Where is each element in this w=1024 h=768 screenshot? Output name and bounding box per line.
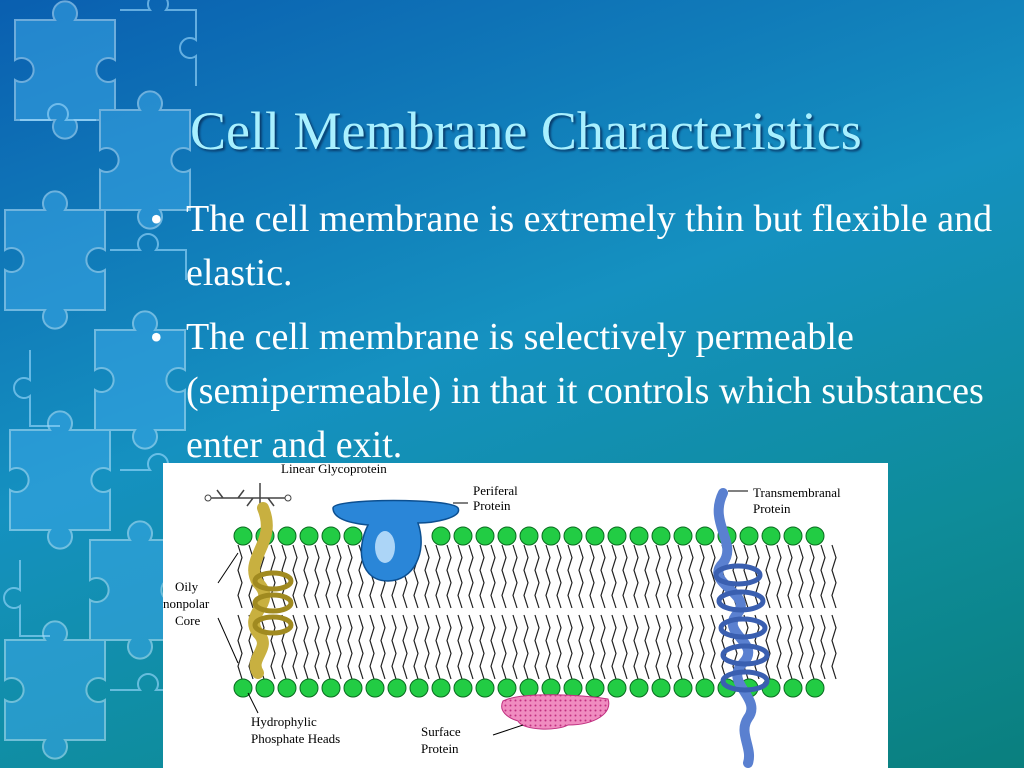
phosphate-head: [475, 526, 495, 546]
label-hydrophylic-heads: Phosphate Heads: [251, 731, 340, 746]
label-hydrophylic-heads: Hydrophylic: [251, 714, 317, 729]
label-surface-protein: Surface: [421, 724, 461, 739]
phosphate-head: [453, 526, 473, 546]
phosphate-head: [541, 526, 561, 546]
puzzle-pieces-graphic: [3, 0, 197, 760]
phosphate-head: [365, 678, 385, 698]
phosphate-head: [673, 678, 693, 698]
label-transmembranal-protein: Protein: [753, 501, 791, 516]
label-surface-protein: Protein: [421, 741, 459, 756]
bullet-text: The cell membrane is selectively permeab…: [186, 316, 984, 466]
bullet-symbol: •: [150, 199, 163, 239]
bullet-symbol: •: [150, 317, 163, 357]
bullet-item: • The cell membrane is extremely thin bu…: [150, 192, 1010, 300]
phosphate-head: [497, 526, 517, 546]
phosphate-head: [409, 678, 429, 698]
phosphate-head: [585, 678, 605, 698]
membrane-illustration: Linear Glycoprotein Periferal Protein Tr…: [163, 463, 841, 768]
label-periferal-protein: Protein: [473, 498, 511, 513]
phosphate-head: [277, 678, 297, 698]
transmembrane-protein: [713, 488, 770, 768]
phosphate-head: [585, 526, 605, 546]
label-leader-lines: [217, 490, 748, 736]
phosphate-head: [453, 678, 473, 698]
cell-membrane-diagram: Linear Glycoprotein Periferal Protein Tr…: [163, 463, 888, 768]
bullet-list: • The cell membrane is extremely thin bu…: [150, 192, 1010, 482]
label-oily-nonpolar-core: Core: [175, 613, 201, 628]
phosphate-head: [387, 678, 407, 698]
phosphate-head: [761, 526, 781, 546]
phosphate-head: [651, 678, 671, 698]
phosphate-head: [783, 678, 803, 698]
label-transmembranal-protein: Transmembranal: [753, 485, 841, 500]
phosphate-head: [233, 526, 253, 546]
phosphate-head: [321, 526, 341, 546]
phosphate-head: [651, 526, 671, 546]
phosphate-head: [299, 678, 319, 698]
phosphate-head: [321, 678, 341, 698]
phosphate-head: [299, 526, 319, 546]
phosphate-head: [431, 526, 451, 546]
phosphate-head: [563, 526, 583, 546]
phosphate-head: [343, 526, 363, 546]
label-periferal-protein: Periferal: [473, 483, 518, 498]
phosphate-head: [277, 526, 297, 546]
phosphate-heads-bottom: [233, 678, 825, 698]
phosphate-head: [431, 678, 451, 698]
linear-glycoprotein: [204, 483, 294, 679]
phosphate-head: [607, 678, 627, 698]
phosphate-head: [805, 678, 825, 698]
phosphate-head: [695, 678, 715, 698]
phosphate-head: [519, 678, 539, 698]
phosphate-head: [695, 526, 715, 546]
phosphate-head: [805, 526, 825, 546]
puzzle-background: [0, 0, 200, 768]
slide-title: Cell Membrane Characteristics: [190, 101, 862, 161]
phosphate-head: [739, 526, 759, 546]
phosphate-head: [519, 526, 539, 546]
phosphate-head: [497, 678, 517, 698]
phosphate-head: [233, 678, 253, 698]
peripheral-protein: [332, 499, 460, 582]
phosphate-head: [607, 526, 627, 546]
phosphate-head: [343, 678, 363, 698]
surface-protein: [501, 694, 610, 730]
phosphate-head: [629, 526, 649, 546]
phosphate-head: [783, 526, 803, 546]
phosphate-head: [629, 678, 649, 698]
phosphate-head: [563, 678, 583, 698]
bullet-text: The cell membrane is extremely thin but …: [186, 198, 993, 294]
label-oily-nonpolar-core: Oily: [175, 579, 199, 594]
phosphate-head: [475, 678, 495, 698]
label-linear-glycoprotein: Linear Glycoprotein: [281, 463, 387, 476]
phosphate-heads-top: [233, 526, 825, 546]
bullet-item: • The cell membrane is selectively perme…: [150, 310, 1010, 472]
phosphate-head: [673, 526, 693, 546]
phosphate-head: [255, 678, 275, 698]
label-oily-nonpolar-core: nonpolar: [163, 596, 210, 611]
